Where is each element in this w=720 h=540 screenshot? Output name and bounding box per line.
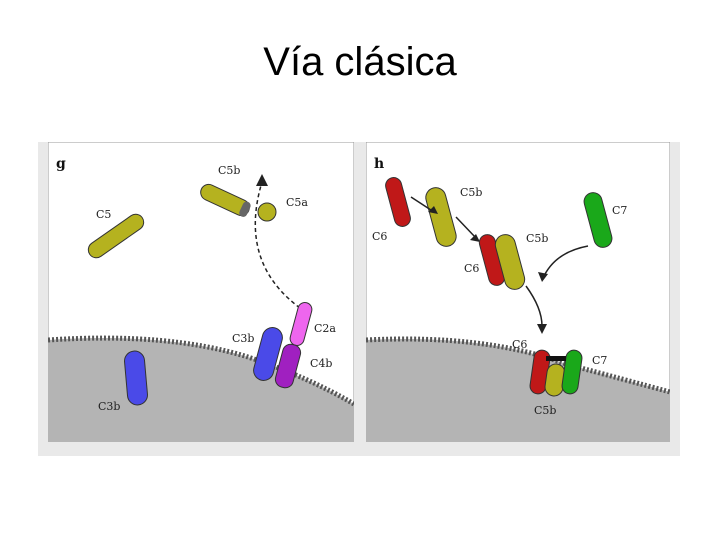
c5-molecule [87,213,145,259]
label-c5: C5 [96,208,111,221]
label-c7-c: C7 [592,354,607,367]
c3b-molecule-low [124,350,148,406]
label-c5b-top: C5b [218,164,240,177]
c7-molecule-c [561,349,583,395]
c5b-molecule-a [425,187,457,247]
label-c5a: C5a [286,196,308,209]
membrane [366,339,670,442]
c3b-molecule-middle [253,327,283,381]
c5b-molecule-b [494,234,526,290]
arrow-head [470,234,480,242]
release-arrow [254,181,301,309]
panel-letter-h: h [374,156,384,172]
label-c6-b: C6 [464,262,479,275]
label-c2a: C2a [314,322,336,335]
arrow-head [538,272,548,282]
label-c5b-b: C5b [526,232,548,245]
figure-complement-pathway: g C5 C5b C5a C2a C4b C3b [38,142,680,456]
label-c3b-low: C3b [98,400,120,413]
arrow-bind-c6 [410,196,435,213]
label-c7-top: C7 [612,204,627,217]
membrane-edge [48,335,354,407]
arrow-to-membrane [525,285,543,327]
panel-h: h C6 C5b C5b C6 C7 [366,142,670,442]
c7-molecule-top [583,192,613,248]
complex-link [546,356,566,361]
arrow-head [256,174,268,186]
panel-letter-g: g [56,156,66,172]
arrow-form-c5b6 [455,216,477,239]
arrow-head [537,324,547,334]
slide-title: Vía clásica [263,40,457,84]
membrane-edge [366,336,670,395]
c4b-molecule [274,343,302,389]
label-c4b: C4b [310,357,332,370]
arrow-head [428,206,438,214]
c5b-molecule [200,183,251,217]
arrow-c7-join [543,245,589,277]
label-c3b-middle: C3b [232,332,254,345]
label-c5b-a: C5b [460,186,482,199]
label-c5b-c: C5b [534,404,556,417]
c5a-fragment [257,202,277,222]
c6-molecule-a [385,177,411,227]
label-c6-c: C6 [512,338,527,351]
label-c6-a: C6 [372,230,387,243]
panel-g: g C5 C5b C5a C2a C4b C3b [48,142,354,442]
